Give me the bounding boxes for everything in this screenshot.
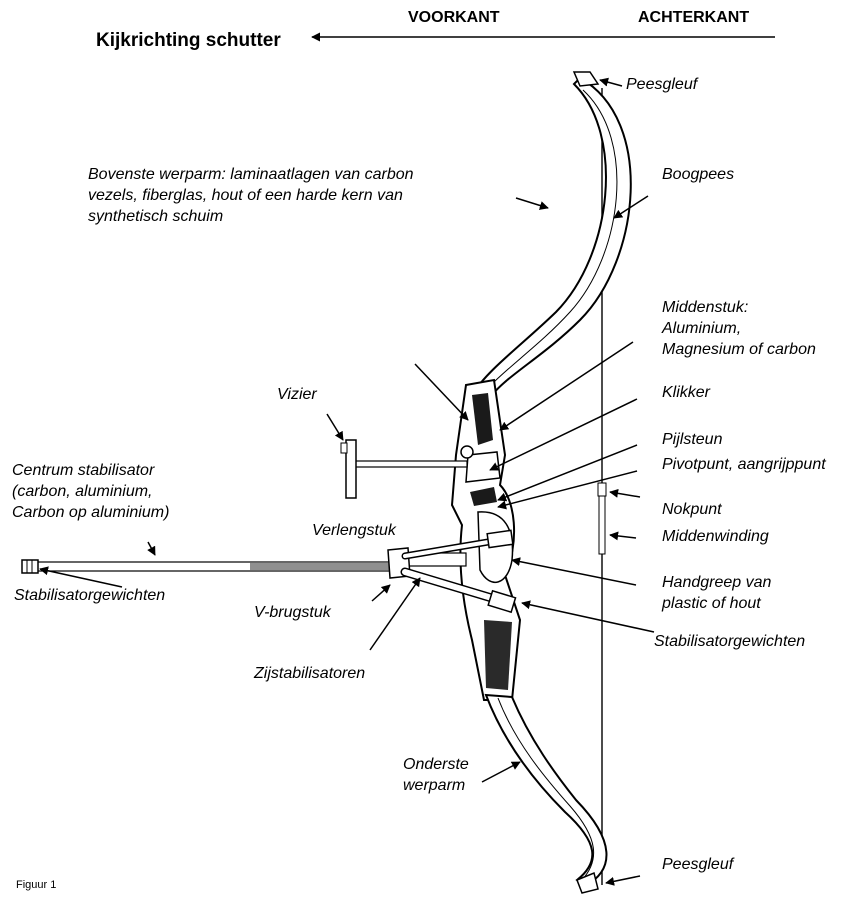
leader-arrow: [609, 488, 641, 498]
riser-lower-pad: [484, 620, 512, 690]
leader-arrow: [371, 584, 391, 602]
shooter-direction-label: Kijkrichting schutter: [96, 30, 281, 51]
label-verlengstuk: Verlengstuk: [312, 522, 396, 539]
leader-arrow: [499, 341, 634, 431]
sight-block: [345, 439, 357, 499]
figure-caption: Figuur 1: [16, 879, 57, 891]
upper-limb-lamination: [483, 89, 618, 393]
riser-window: [472, 393, 493, 445]
label-stab-weights-left: Stabilisatorgewichten: [14, 587, 166, 604]
lower-tip: [576, 871, 599, 894]
label-center-stabilizer-1: Centrum stabilisator: [12, 462, 155, 479]
label-riser-3: Magnesium of carbon: [662, 341, 816, 358]
label-grip-2: plastic of hout: [662, 595, 761, 612]
label-upper-limb-2: vezels, fiberglas, hout of een harde ker…: [88, 187, 403, 204]
label-boogpees: Boogpees: [662, 166, 735, 183]
label-peesgleuf-bottom: Peesgleuf: [662, 856, 734, 873]
leader-arrow: [414, 363, 469, 421]
leader-arrow: [489, 398, 638, 471]
label-nokpunt: Nokpunt: [662, 501, 722, 518]
label-lower-limb-1: Onderste: [403, 756, 469, 773]
leader-arrow: [497, 444, 638, 502]
leader-arrow: [511, 557, 637, 586]
label-pivotpunt: Pivotpunt, aangrijppunt: [662, 456, 826, 473]
lower-limb-lamination: [497, 697, 595, 881]
leader-arrow: [481, 761, 521, 783]
label-side-stabilizers: Zijstabilisatoren: [254, 665, 366, 682]
label-lower-limb-2: werparm: [403, 777, 466, 794]
front-label: VOORKANT: [408, 9, 500, 26]
side-weight-lower: [487, 589, 517, 614]
label-riser-2: Aluminium,: [662, 320, 742, 337]
label-upper-limb-3: synthetisch schuim: [88, 208, 224, 225]
leader-arrow: [613, 195, 649, 219]
label-center-stabilizer-2: (carbon, aluminium,: [12, 483, 153, 500]
label-pijlsteun: Pijlsteun: [662, 431, 723, 448]
label-center-stabilizer-3: Carbon op aluminium): [12, 504, 170, 521]
leader-arrow: [515, 197, 549, 210]
lower-limb: [484, 693, 608, 888]
side-stabilizer-upper-core: [403, 538, 502, 558]
label-riser-1: Middenstuk:: [662, 299, 749, 316]
label-peesgleuf-top: Peesgleuf: [626, 76, 698, 93]
nocking-point: [597, 482, 607, 497]
side-weight-upper: [486, 529, 514, 549]
label-vizier: Vizier: [277, 386, 317, 403]
label-upper-limb-1: Bovenste werparm: laminaatlagen van carb…: [88, 166, 414, 183]
side-stabilizer-lower-core: [402, 569, 508, 605]
leader-arrow: [326, 413, 344, 441]
center-stabilizer-decor: [250, 563, 395, 570]
label-v-bar: V-brugstuk: [254, 604, 331, 621]
sight-aperture: [340, 442, 348, 454]
label-klikker: Klikker: [662, 384, 711, 401]
leader-arrow: [599, 77, 623, 87]
sight-bar: [354, 460, 468, 468]
sight-mount-screw: [460, 445, 474, 459]
riser-shelf: [465, 451, 501, 483]
back-label: ACHTERKANT: [638, 9, 750, 26]
leader-arrow: [39, 566, 123, 588]
stabilizer-weights-left: [21, 559, 39, 574]
leader-arrow: [609, 531, 637, 541]
label-stab-weights-right: Stabilisatorgewichten: [654, 633, 806, 650]
upper-tip: [572, 71, 600, 87]
leader-arrow: [605, 875, 641, 886]
leader-arrow: [497, 470, 638, 510]
center-serving: [598, 495, 606, 555]
leader-arrow: [521, 600, 655, 633]
leader-arrow: [147, 541, 156, 556]
arrow-rest: [470, 487, 497, 506]
label-middenwinding: Middenwinding: [662, 528, 769, 545]
label-grip-1: Handgreep van: [662, 574, 772, 591]
leader-arrow: [369, 577, 421, 651]
